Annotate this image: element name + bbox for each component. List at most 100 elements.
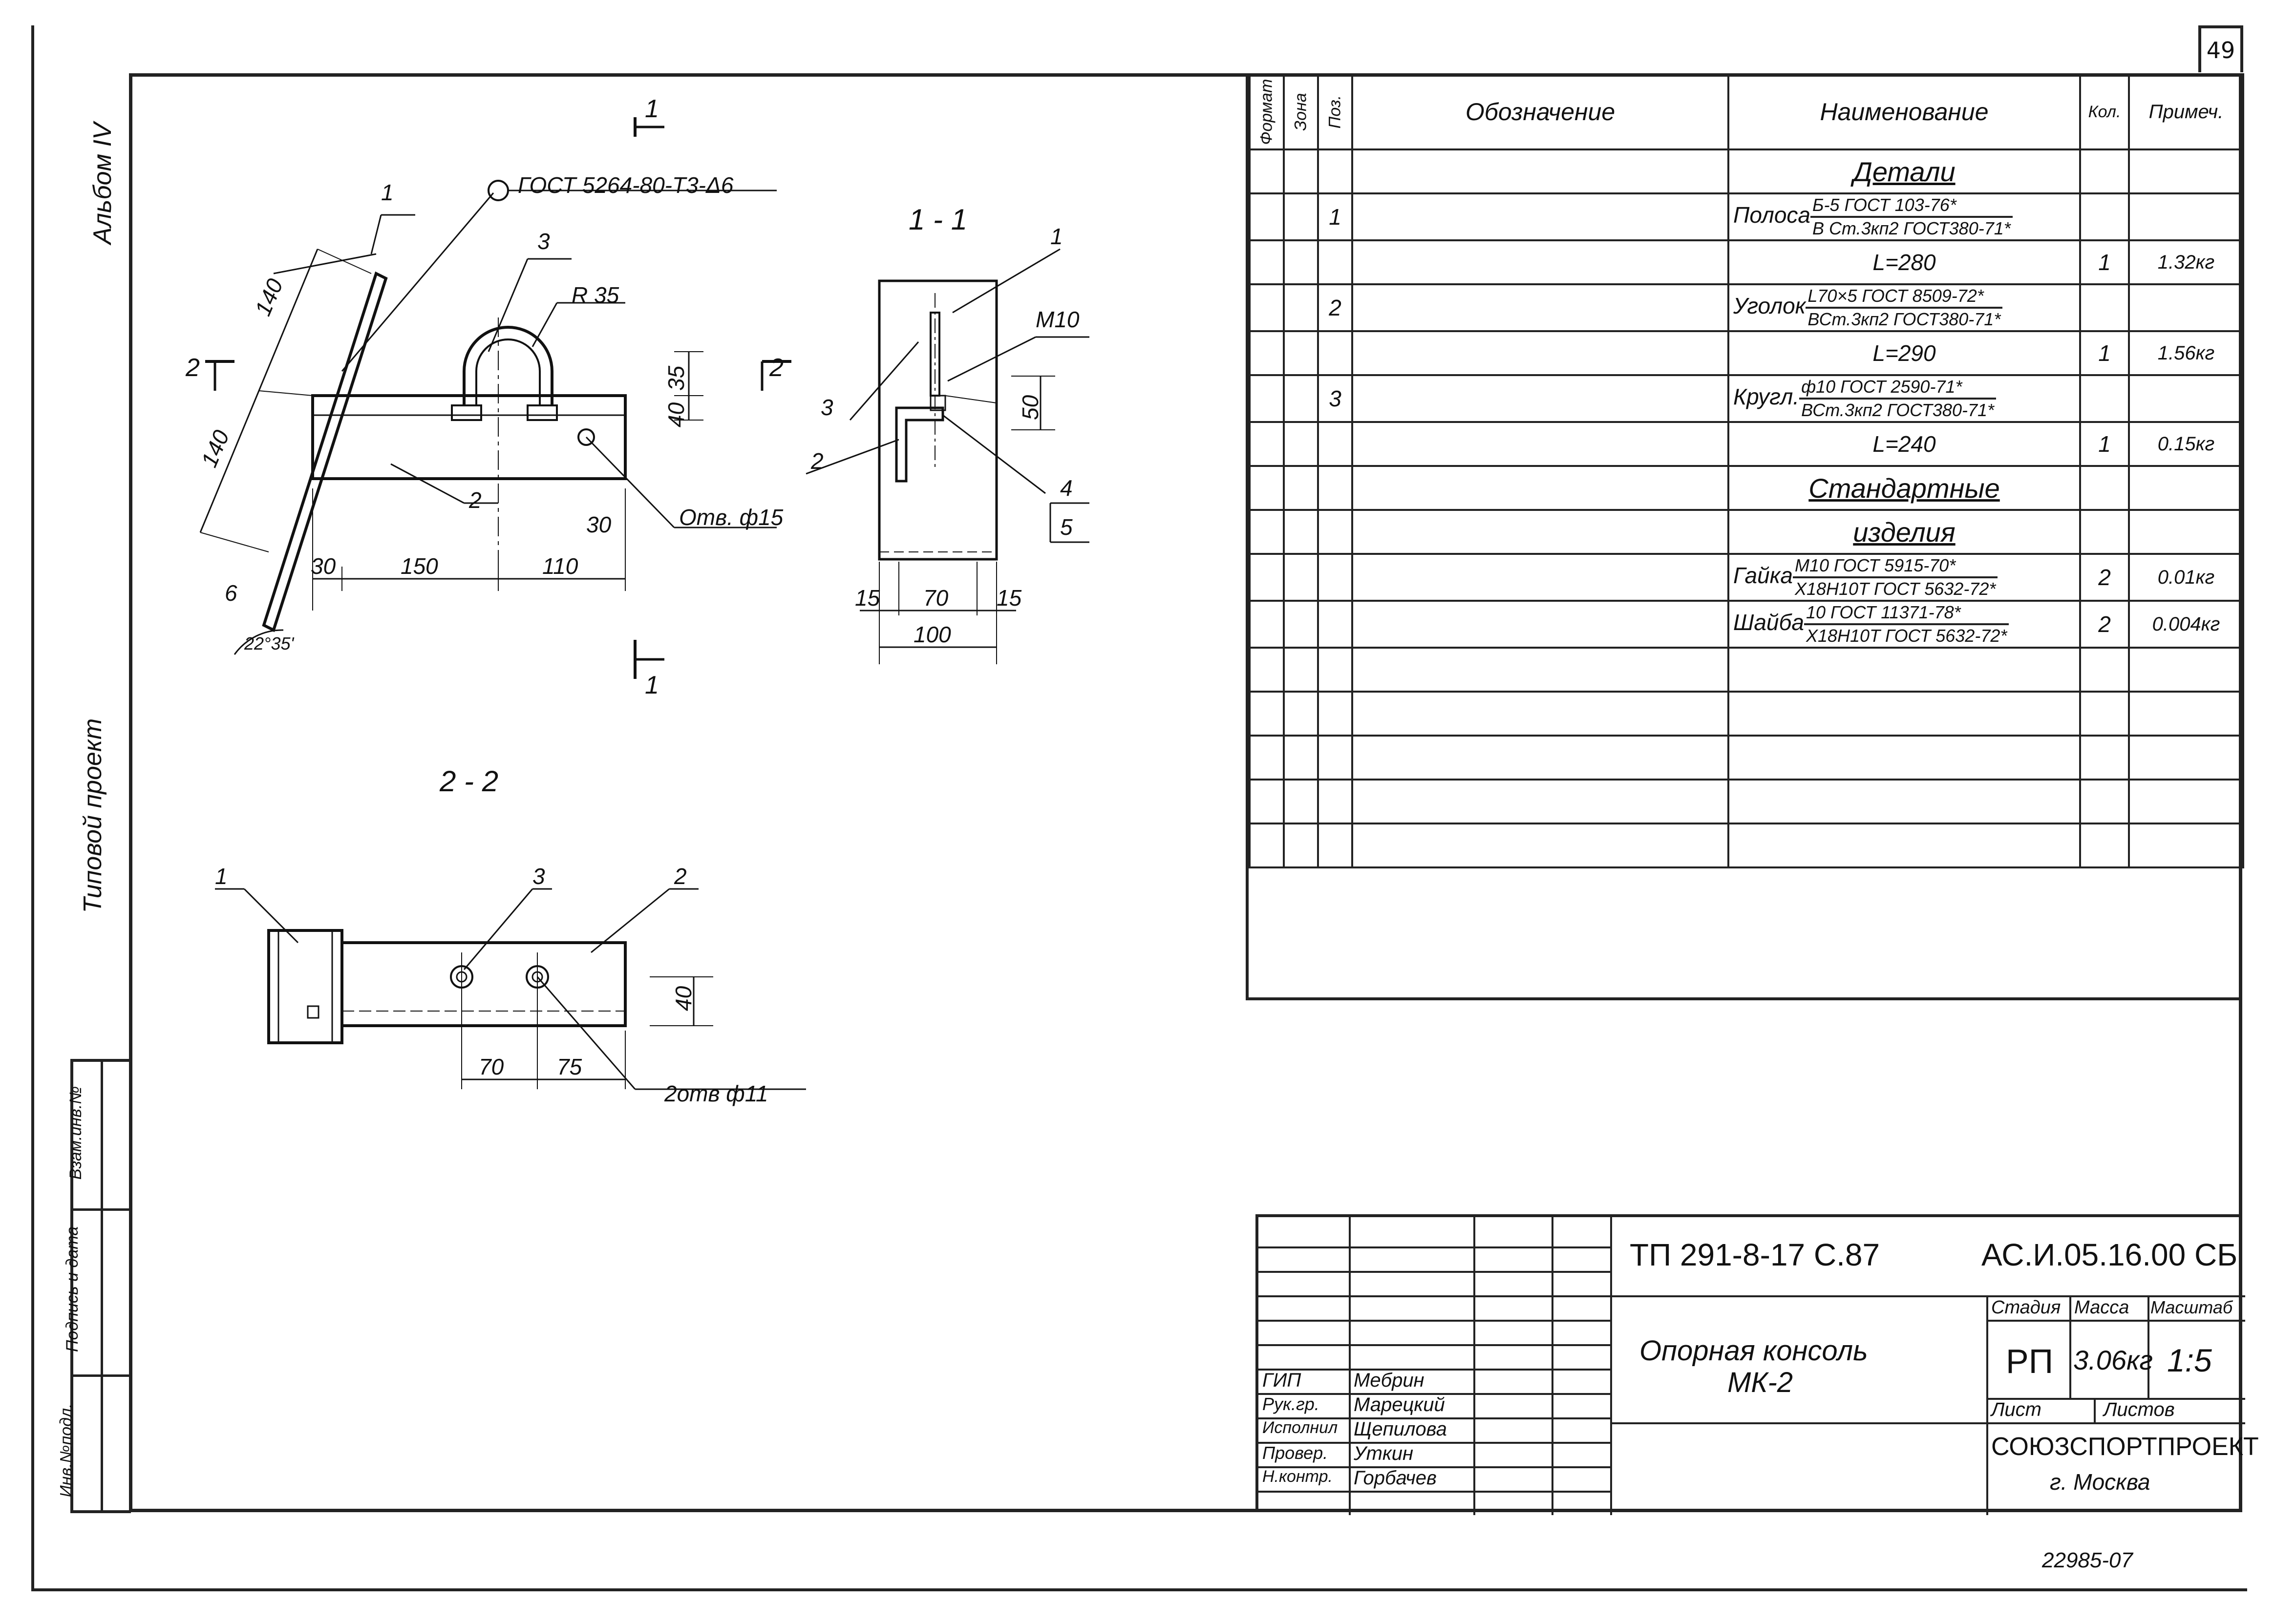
angle-dim: 22°35' <box>244 633 294 654</box>
section-mark-2b: 2 <box>769 354 784 382</box>
sec1-m10: М10 <box>1036 307 1080 332</box>
callout-3: 3 <box>537 229 550 254</box>
hole-dim: Отв. ф15 <box>679 505 784 530</box>
sec1-callout-3: 3 <box>821 395 833 420</box>
staff-role: Провер. <box>1262 1443 1328 1463</box>
sec2-dim-70: 70 <box>479 1054 504 1079</box>
section-2-2-title: 2 - 2 <box>439 765 498 798</box>
hdr-name: Наименование <box>1727 73 2081 150</box>
sec1-callout-4: 4 <box>1060 475 1073 501</box>
dim-6: 6 <box>225 580 237 606</box>
scale-label: Масштаб <box>2150 1297 2233 1317</box>
dim-30b: 30 <box>586 512 612 537</box>
table-row <box>1249 779 2244 824</box>
sec2-callout-3: 3 <box>532 864 545 889</box>
dim-35: 35 <box>663 365 689 391</box>
table-row <box>1249 691 2244 737</box>
sec1-dim-70: 70 <box>923 585 949 611</box>
callout-2: 2 <box>468 487 482 513</box>
item-note: 1.32кг <box>2128 239 2244 285</box>
weld-note: ГОСТ 5264-80-Т3-Δ6 <box>518 172 734 198</box>
doc-code: АС.И.05.16.00 СБ <box>1981 1237 2238 1272</box>
staff-role: Н.контр. <box>1262 1467 1333 1486</box>
sec2-callout-1: 1 <box>215 864 228 889</box>
item-qty: 1 <box>2079 421 2130 467</box>
staff-name: Уткин <box>1354 1443 1414 1464</box>
section-1-1-title: 1 - 1 <box>909 203 967 236</box>
item-qty: 1 <box>2079 239 2130 285</box>
staff-role: Исполнил <box>1262 1418 1338 1437</box>
table-row <box>1249 647 2244 693</box>
specification-table: Формат Зона Поз. Обозначение Наименовани… <box>1246 73 2244 1000</box>
mass-label: Масса <box>2074 1297 2129 1318</box>
dim-140-top: 140 <box>250 275 288 319</box>
item-length: L=240 <box>1727 421 2081 467</box>
section-details: Детали <box>1853 156 1956 187</box>
staff-name: Марецкий <box>1354 1394 1445 1415</box>
table-row <box>1249 735 2244 781</box>
sheet-label: Лист <box>1991 1399 2041 1420</box>
dim-30a: 30 <box>311 553 336 579</box>
sec1-dim-15a: 15 <box>855 585 880 611</box>
staff-role: ГИП <box>1262 1370 1301 1391</box>
std-item-note: 0.01кг <box>2128 553 2244 602</box>
staff-name: Щепилова <box>1354 1418 1447 1440</box>
item-length: L=280 <box>1727 239 2081 285</box>
side-stamp <box>70 1059 131 1513</box>
mass-value: 3.06кг <box>2073 1345 2153 1375</box>
dim-110: 110 <box>542 553 578 579</box>
sec1-callout-1: 1 <box>1050 224 1063 249</box>
staff-name: Мебрин <box>1354 1370 1424 1391</box>
sec2-dim-75: 75 <box>557 1054 582 1079</box>
section-standard-1: Стандартные <box>1808 472 2000 504</box>
radius-dim: R 35 <box>572 282 619 308</box>
std-item-note: 0.004кг <box>2128 600 2244 649</box>
footer-code: 22985-07 <box>2042 1548 2133 1572</box>
sec2-callout-2: 2 <box>674 864 687 889</box>
item-qty: 1 <box>2079 330 2130 376</box>
outer-border <box>31 25 2247 1591</box>
scale-value: 1:5 <box>2167 1342 2212 1378</box>
sec1-dim-50: 50 <box>1018 395 1043 420</box>
stage-value: РП <box>2006 1342 2054 1380</box>
title-block: ГИП Мебрин Рук.гр. Марецкий Исполнил Щеп… <box>1255 1214 2259 1515</box>
item-pos: 2 <box>1317 283 1353 332</box>
sec1-callout-2: 2 <box>810 448 824 474</box>
callout-1: 1 <box>381 180 394 205</box>
item-pos: 1 <box>1317 192 1353 241</box>
item-name: Кругл.ф10 ГОСТ 2590-71*ВСт.3кп2 ГОСТ380-… <box>1727 374 2081 423</box>
section-mark-1b: 1 <box>645 671 659 699</box>
section-mark-1a: 1 <box>645 95 659 123</box>
item-note: 0.15кг <box>2128 421 2244 467</box>
org-city: г. Москва <box>2050 1469 2150 1495</box>
dim-150: 150 <box>401 553 438 579</box>
item-length: L=290 <box>1727 330 2081 376</box>
section-standard-2: изделия <box>1853 516 1956 548</box>
hdr-pos: Поз. <box>1317 73 1353 150</box>
page-number: 49 <box>2198 25 2243 72</box>
sec1-dim-15b: 15 <box>997 585 1022 611</box>
title-line-1: Опорная консоль <box>1639 1335 1868 1367</box>
section-mark-2a: 2 <box>185 354 200 382</box>
spec-header-row: Формат Зона Поз. Обозначение Наименовани… <box>1249 73 2244 150</box>
dim-40: 40 <box>663 402 689 427</box>
org-name: СОЮЗСПОРТПРОЕКТ <box>1991 1433 2259 1461</box>
title-line-2: МК-2 <box>1727 1367 1793 1398</box>
item-pos: 3 <box>1317 374 1353 423</box>
sec1-dim-100: 100 <box>914 622 951 647</box>
std-item-qty: 2 <box>2079 600 2130 649</box>
item-note: 1.56кг <box>2128 330 2244 376</box>
stage-label: Стадия <box>1991 1297 2061 1318</box>
sec2-dim-40: 40 <box>671 986 696 1011</box>
sec2-holes: 2отв ф11 <box>664 1081 768 1106</box>
hdr-format: Формат <box>1249 73 1285 150</box>
